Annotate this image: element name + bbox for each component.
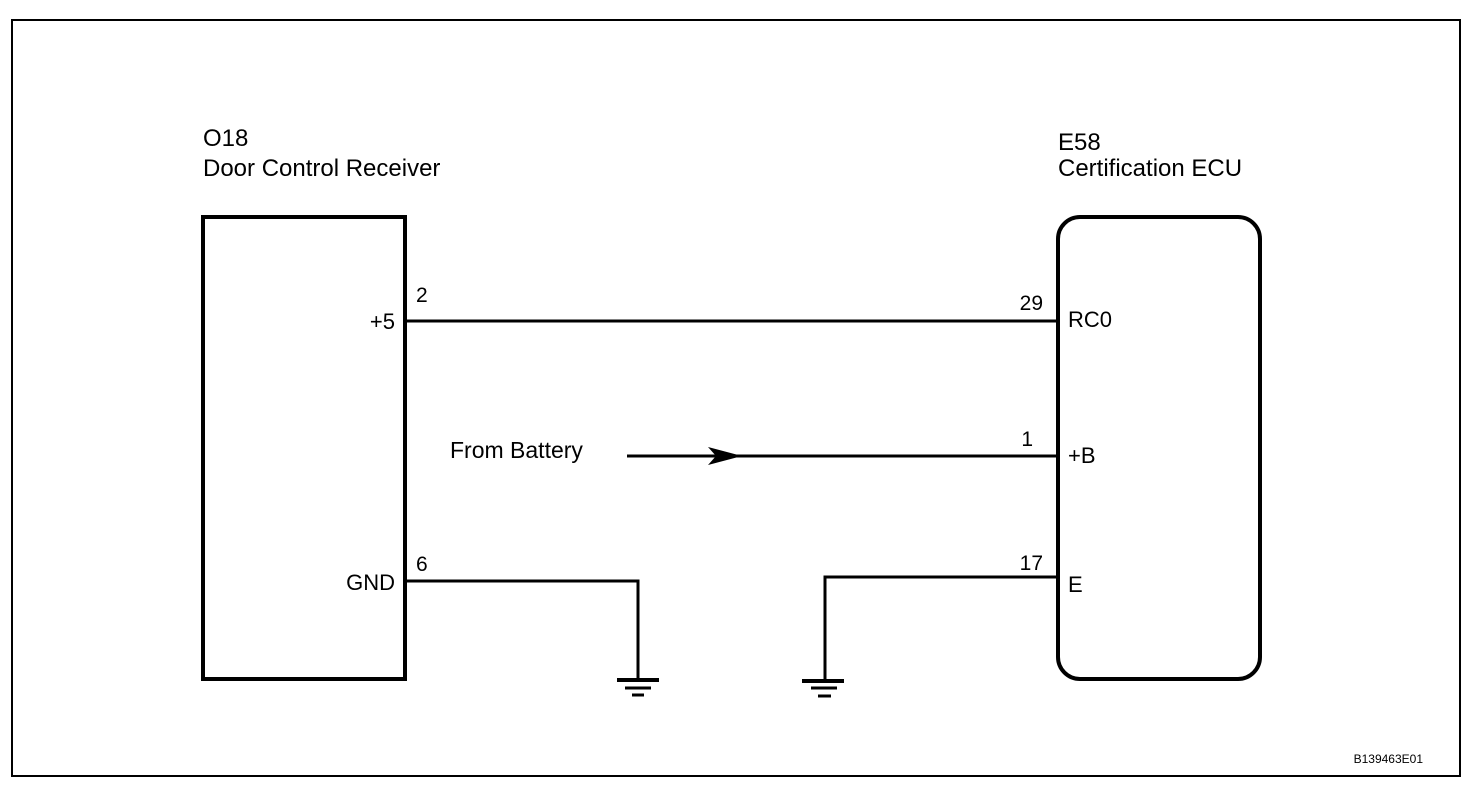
pin-number-6: 6 — [416, 553, 428, 576]
wire-e-to-ground — [823, 575, 1058, 681]
door-control-receiver-box — [201, 215, 407, 681]
ground-symbol-icon — [802, 679, 844, 698]
component-name-o18: Door Control Receiver — [203, 155, 440, 182]
diagram-frame — [11, 19, 1461, 777]
diagram-reference-code: B139463E01 — [1354, 752, 1424, 766]
component-o18: O18 Door Control Receiver +5 GND 2 6 — [201, 125, 440, 681]
pin-number-1: 1 — [1021, 428, 1033, 451]
certification-ecu-box — [1056, 215, 1262, 681]
component-e58: E58 Certification ECU RC0 +B E 29 1 17 — [1020, 129, 1262, 681]
from-battery-label: From Battery — [450, 437, 583, 463]
pin-number-17: 17 — [1020, 552, 1043, 575]
wire-gnd-to-ground — [405, 579, 640, 680]
component-name-e58: Certification ECU — [1058, 155, 1242, 182]
ground-symbol-icon — [617, 678, 659, 697]
battery-feed: From Battery — [450, 437, 1058, 465]
pin-number-2: 2 — [416, 284, 428, 307]
pin-name-e: E — [1068, 572, 1083, 597]
pin-name-plus5: +5 — [370, 309, 395, 334]
pin-number-29: 29 — [1020, 292, 1043, 315]
component-code-o18: O18 — [203, 125, 248, 152]
pin-name-gnd: GND — [346, 570, 395, 595]
component-code-e58: E58 — [1058, 129, 1101, 156]
pin-name-plus-b: +B — [1068, 443, 1096, 468]
arrow-right-icon — [708, 447, 742, 465]
pin-name-rc0: RC0 — [1068, 307, 1112, 332]
